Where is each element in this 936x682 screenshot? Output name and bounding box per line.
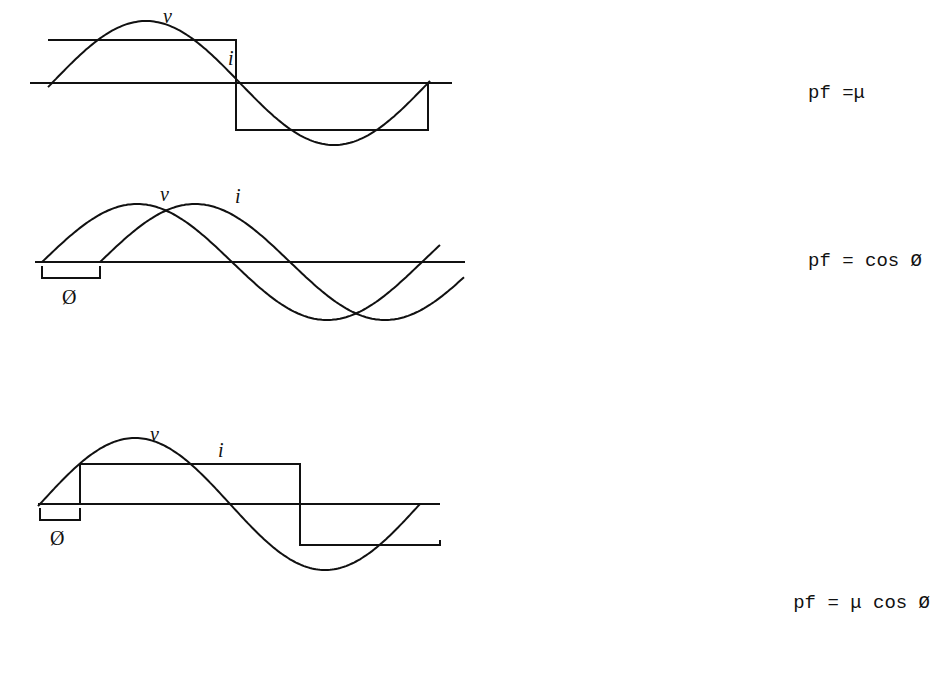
sine-wave [100, 204, 464, 320]
voltage-label: v [163, 6, 172, 26]
voltage-label: v [160, 184, 169, 204]
square-current-wave [80, 464, 440, 545]
power-factor-label: pf = cos Ø [808, 252, 922, 271]
voltage-label: v [150, 424, 159, 444]
phase-bracket [42, 266, 100, 278]
phase-angle-label: Ø [50, 528, 64, 548]
power-factor-label: pf =μ [808, 84, 865, 103]
current-label: i [235, 186, 241, 206]
sine-wave [48, 21, 430, 145]
phase-angle-label: Ø [62, 287, 76, 307]
sine-wave [38, 438, 420, 570]
sine-wave [42, 204, 440, 320]
square-current-wave [48, 40, 428, 130]
current-label: i [228, 48, 234, 68]
axis-line [38, 503, 440, 505]
phase-bracket [40, 508, 80, 520]
current-label: i [218, 440, 224, 460]
power-factor-label: pf = μ cos Ø [793, 594, 930, 613]
